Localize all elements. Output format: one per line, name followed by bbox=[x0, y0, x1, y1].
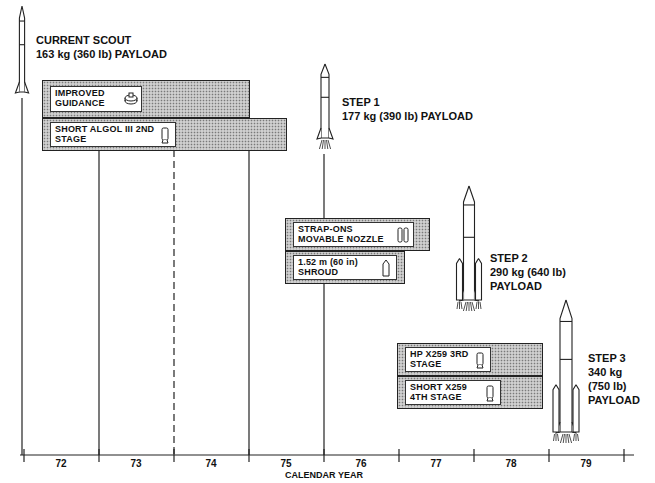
milestone-lines bbox=[22, 98, 324, 455]
year-label: 74 bbox=[205, 458, 216, 470]
timeline-axis bbox=[20, 449, 634, 462]
stage-icon bbox=[483, 384, 497, 402]
rocket bbox=[457, 186, 482, 311]
stage-icon bbox=[158, 126, 172, 144]
rocket-name: STEP 1 bbox=[342, 96, 380, 109]
label-panel: HP X259 3RD STAGE bbox=[405, 347, 491, 373]
improvement-bar: SHORT X259 4TH STAGE bbox=[397, 376, 543, 409]
payload-value: 163 kg (360 lb) PAYLOAD bbox=[36, 48, 167, 61]
label-panel: SHORT X259 4TH STAGE bbox=[405, 380, 501, 406]
payload-value: 340 kg bbox=[588, 366, 622, 379]
improvement-label: HP X259 3RD STAGE bbox=[410, 350, 470, 370]
year-label: 72 bbox=[55, 458, 66, 470]
rocket bbox=[15, 6, 28, 93]
year-label: 76 bbox=[355, 458, 366, 470]
year-label: 73 bbox=[130, 458, 141, 470]
axis-title: CALENDAR YEAR bbox=[285, 470, 363, 480]
payload-value: (750 lb) bbox=[588, 380, 627, 393]
rocket-name: STEP 3 bbox=[588, 352, 626, 365]
year-label: 77 bbox=[430, 458, 441, 470]
improvement-label: IMPROVED GUIDANCE bbox=[55, 89, 121, 109]
rocket bbox=[553, 300, 579, 443]
year-label: 75 bbox=[280, 458, 291, 470]
stage-icon bbox=[379, 259, 393, 277]
improvement-label: SHORT X259 4TH STAGE bbox=[410, 383, 480, 403]
rocket-name: STEP 2 bbox=[490, 252, 528, 265]
label-panel: STRAP-ONS MOVABLE NOZZLE bbox=[293, 222, 414, 248]
label-panel: 1.52 m (60 in) SHROUD bbox=[293, 255, 397, 281]
stage-icon bbox=[473, 351, 487, 369]
stage-icon bbox=[124, 90, 138, 108]
improvement-bar: STRAP-ONS MOVABLE NOZZLE bbox=[285, 218, 430, 251]
improvement-bar: IMPROVED GUIDANCE bbox=[42, 80, 250, 118]
payload-value: 290 kg (640 lb) bbox=[490, 266, 566, 279]
rocket-name: CURRENT SCOUT bbox=[36, 34, 131, 47]
payload-value: PAYLOAD bbox=[490, 280, 542, 293]
rocket-illustrations bbox=[15, 6, 579, 443]
label-panel: IMPROVED GUIDANCE bbox=[50, 86, 142, 112]
improvement-label: STRAP-ONS MOVABLE NOZZLE bbox=[298, 225, 393, 245]
improvement-bar: 1.52 m (60 in) SHROUD bbox=[285, 251, 405, 284]
year-label: 79 bbox=[580, 458, 591, 470]
improvement-label: SHORT ALGOL III 2ND STAGE bbox=[55, 125, 155, 145]
improvement-bar: HP X259 3RD STAGE bbox=[397, 343, 543, 376]
stage-icon bbox=[396, 226, 410, 244]
improvement-bar: SHORT ALGOL III 2ND STAGE bbox=[42, 118, 287, 151]
payload-value: 177 kg (390 lb) PAYLOAD bbox=[342, 110, 473, 123]
year-label: 78 bbox=[505, 458, 516, 470]
payload-value: PAYLOAD bbox=[588, 394, 640, 407]
label-panel: SHORT ALGOL III 2ND STAGE bbox=[50, 122, 176, 148]
rocket bbox=[317, 64, 333, 149]
improvement-label: 1.52 m (60 in) SHROUD bbox=[298, 258, 376, 278]
